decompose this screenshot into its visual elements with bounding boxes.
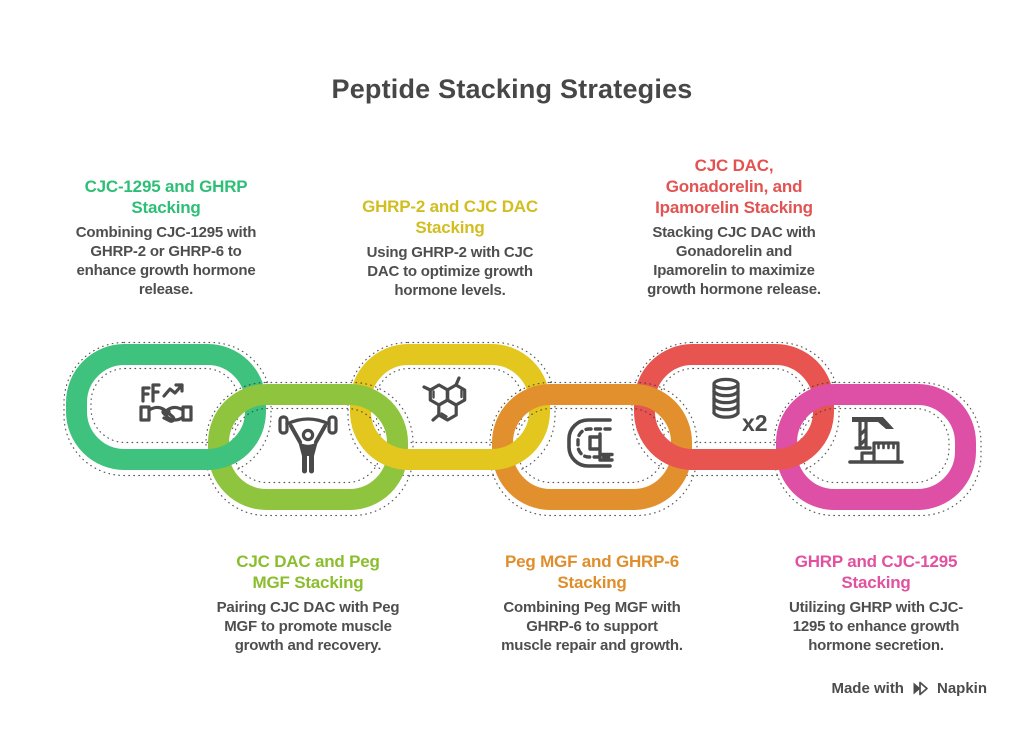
- made-with-label: Made with: [831, 680, 904, 697]
- sketch-outline: [516, 407, 666, 484]
- callout-ghrp2-and-cjc-dac: GHRP-2 and CJC DAC Stacking Using GHRP-2…: [334, 196, 566, 300]
- callout-peg-mgf-and-ghrp6: Peg MGF and GHRP-6 Stacking Combining Pe…: [476, 551, 708, 655]
- sketch-outline: [658, 367, 808, 444]
- callout-title: CJC DAC, Gonadorelin, and Ipamorelin Sta…: [655, 156, 813, 217]
- callout-ghrp-and-cjc1295: GHRP and CJC-1295 Stacking Utilizing GHR…: [760, 551, 992, 655]
- sketch-outline: [232, 407, 382, 484]
- weightlifter-icon: [278, 415, 338, 474]
- coins-stack-icon: x2: [712, 377, 768, 436]
- page-title: Peptide Stacking Strategies: [331, 74, 693, 104]
- sketch-outline: [63, 341, 272, 477]
- callout-title: CJC-1295 and GHRP Stacking: [84, 177, 248, 217]
- callout-body: Combining Peg MGF with GHRP-6 to support…: [501, 599, 683, 654]
- callout-title: GHRP-2 and CJC DAC Stacking: [362, 197, 538, 237]
- callout-title: Peg MGF and GHRP-6 Stacking: [505, 552, 679, 592]
- callout-cjc-dac-and-peg-mgf: CJC DAC and Peg MGF Stacking Pairing CJC…: [192, 551, 424, 655]
- chain-link-5: [631, 341, 840, 477]
- link-band: [350, 344, 550, 470]
- callout-cjc1295-and-ghrp: CJC-1295 and GHRP Stacking Combining CJC…: [50, 176, 282, 299]
- callout-body: Pairing CJC DAC with Peg MGF to promote …: [216, 599, 400, 654]
- handshake-growth-icon: [139, 383, 193, 423]
- link-band: [776, 384, 976, 510]
- made-with-napkin: Made with Napkin: [831, 680, 987, 697]
- callout-body: Utilizing GHRP with CJC- 1295 to enhance…: [788, 599, 964, 654]
- link-band: [208, 384, 408, 510]
- chain-link-1: [63, 341, 272, 477]
- coins-multiplier-label: x2: [742, 410, 768, 436]
- link-band: [492, 384, 692, 510]
- sketch-outline: [374, 367, 524, 444]
- running-track-icon: [567, 418, 614, 468]
- sketch-outline: [90, 367, 240, 444]
- sketch-outline: [800, 407, 950, 484]
- callout-body: Using GHRP-2 with CJC DAC to optimize gr…: [366, 244, 534, 299]
- callout-title: CJC DAC and Peg MGF Stacking: [236, 552, 380, 592]
- callout-body: Combining CJC-1295 with GHRP-2 or GHRP-6…: [75, 224, 257, 298]
- callout-title: GHRP and CJC-1295 Stacking: [794, 552, 958, 592]
- factory-crane-icon: [848, 417, 904, 464]
- chain-link-3: [347, 341, 556, 477]
- link-band: [66, 344, 266, 470]
- sketch-outline: [347, 341, 556, 477]
- link-band: [634, 344, 834, 470]
- napkin-logo-icon: [913, 681, 928, 696]
- callout-body: Stacking CJC DAC with Gonadorelin and Ip…: [647, 224, 821, 298]
- brand-label: Napkin: [936, 680, 987, 697]
- molecule-icon: [422, 376, 467, 422]
- callout-cjc-dac-gonadorelin-ipamorelin: CJC DAC, Gonadorelin, and Ipamorelin Sta…: [618, 155, 850, 299]
- sketch-outline: [631, 341, 840, 477]
